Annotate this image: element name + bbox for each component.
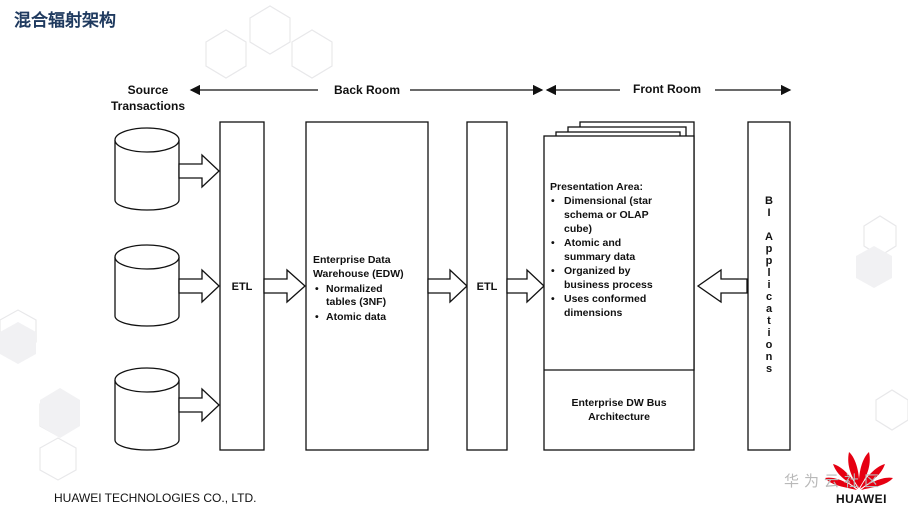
- bullet-marker: •: [551, 293, 555, 305]
- source-header-line-2: Transactions: [111, 99, 185, 113]
- flow-arrow-icon: [506, 268, 545, 304]
- presentation-bullet-3-line-1: Organized by: [564, 265, 631, 277]
- flow-arrow-icon: [178, 153, 220, 189]
- bi-letter: a: [766, 303, 773, 315]
- bus-architecture-line-1: Enterprise DW Bus: [571, 397, 666, 409]
- presentation-heading: Presentation Area:: [550, 181, 643, 193]
- bi-letter: t: [767, 315, 771, 327]
- bi-letter: o: [766, 339, 773, 351]
- bi-letter: I: [767, 207, 770, 219]
- edw-title-line-2: Warehouse (EDW): [313, 268, 404, 280]
- edw-box: [305, 121, 429, 451]
- bullet-marker: •: [551, 195, 555, 207]
- slide-title: 混合辐射架构: [14, 11, 116, 31]
- bi-letter: n: [766, 351, 773, 363]
- presentation-area-box: [543, 135, 695, 451]
- bi-applications-box: [747, 121, 791, 451]
- presentation-bullet-4-line-2: dimensions: [564, 307, 623, 319]
- bi-letter: B: [765, 195, 773, 207]
- bullet-marker: •: [551, 237, 555, 249]
- back-room-header: Back Room: [334, 83, 400, 97]
- source-database-icon: [114, 127, 180, 211]
- logo-brand-text: HUAWEI: [836, 492, 887, 506]
- etl-right-label: ETL: [477, 281, 498, 293]
- flow-arrow-icon: [178, 268, 220, 304]
- flow-arrow-icon: [427, 268, 468, 304]
- presentation-bullet-1-line-3: cube): [564, 223, 592, 235]
- bi-letter: l: [767, 267, 770, 279]
- bi-letter: A: [765, 231, 773, 243]
- bullet-marker: •: [315, 311, 319, 323]
- presentation-bullet-2-line-2: summary data: [564, 251, 635, 263]
- flow-arrow-icon: [178, 387, 220, 423]
- presentation-bullet-3-line-2: business process: [564, 279, 653, 291]
- source-database-icon: [114, 244, 180, 327]
- bullet-marker: •: [551, 265, 555, 277]
- source-database-icon: [114, 367, 180, 451]
- edw-bullet-1-line-1: Normalized: [326, 283, 383, 295]
- logo-chinese-text: 华为云社区: [784, 472, 885, 490]
- footer-company-name: HUAWEI TECHNOLOGIES CO., LTD.: [54, 491, 257, 505]
- bi-applications-label: B I A p p l i c a t i o n s: [765, 195, 773, 375]
- bi-letter: c: [766, 291, 772, 303]
- huawei-logo-icon: [825, 452, 893, 490]
- edw-bullet-2-line-1: Atomic data: [326, 311, 386, 323]
- bi-letter: i: [767, 279, 770, 291]
- bi-letter: s: [766, 363, 772, 375]
- edw-bullet-1-line-2: tables (3NF): [326, 296, 386, 308]
- presentation-bullet-1-line-1: Dimensional (star: [564, 195, 652, 207]
- etl-right-box: [466, 121, 508, 451]
- bi-letter: p: [766, 243, 773, 255]
- bi-letter: i: [767, 327, 770, 339]
- flow-arrow-icon: [696, 268, 748, 304]
- bullet-marker: •: [315, 283, 319, 295]
- bus-architecture-line-2: Architecture: [588, 411, 650, 423]
- presentation-bullet-2-line-1: Atomic and: [564, 237, 621, 249]
- bi-letter: p: [766, 255, 773, 267]
- presentation-bullet-1-line-2: schema or OLAP: [564, 209, 649, 221]
- source-header-line-1: Source: [128, 83, 169, 97]
- etl-left-label: ETL: [232, 281, 253, 293]
- front-room-header: Front Room: [633, 82, 701, 96]
- flow-arrow-icon: [263, 268, 306, 304]
- edw-title-line-1: Enterprise Data: [313, 254, 391, 266]
- presentation-bullet-4-line-1: Uses conformed: [564, 293, 646, 305]
